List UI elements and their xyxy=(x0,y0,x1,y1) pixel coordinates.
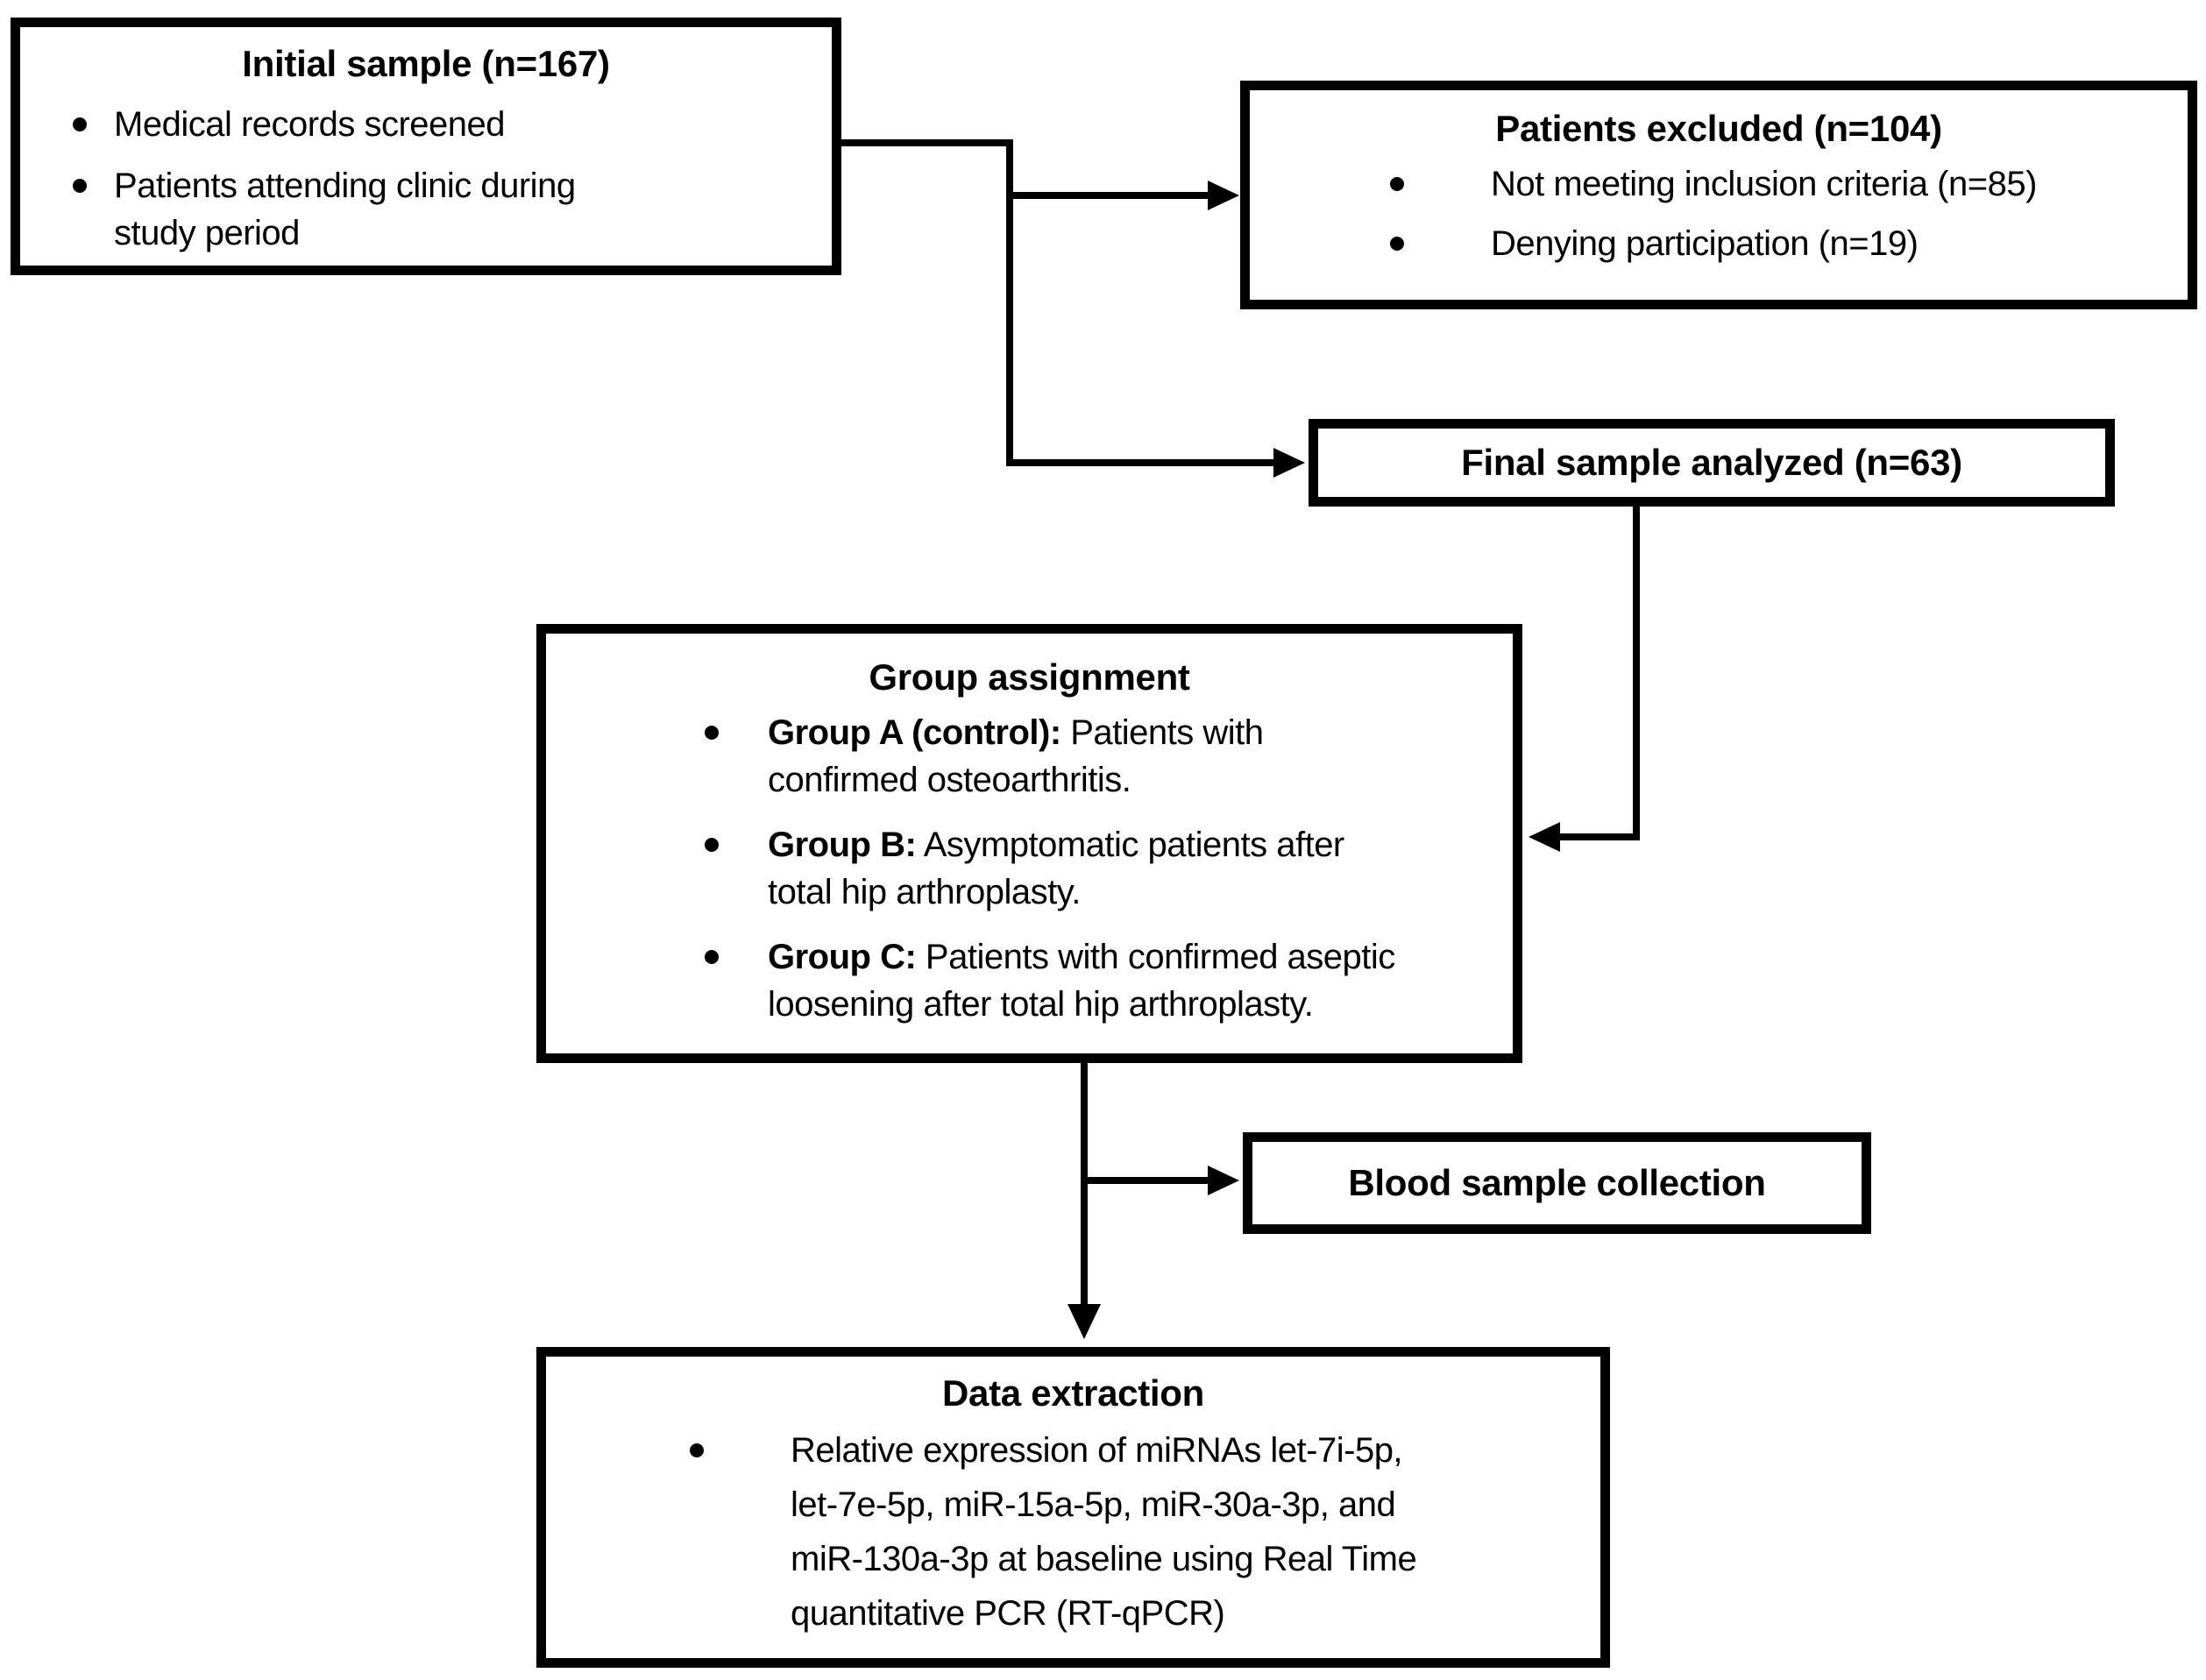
arrowhead-right-icon xyxy=(1208,181,1239,210)
bullet-list: Relative expression of miRNAs let-7i-5p,… xyxy=(546,1423,1600,1641)
box-title: Group assignment xyxy=(869,656,1190,698)
list-item-text: Group B: Asymptomatic patients after tot… xyxy=(768,826,1344,911)
connector-branch-to-excluded xyxy=(1010,181,1239,210)
list-item: Patients attending clinic during study p… xyxy=(20,162,832,257)
connector-final-to-group xyxy=(1529,501,1640,852)
list-item-text: Relative expression of miRNAs let-7i-5p,… xyxy=(791,1431,1417,1633)
box-group-assignment: Group assignment Group A (control): Pati… xyxy=(536,624,1522,1063)
arrowhead-right-icon xyxy=(1208,1166,1239,1195)
bullet-icon xyxy=(705,821,768,852)
list-item-text: Denying participation (n=19) xyxy=(1491,224,1919,263)
list-item-text: Patients attending clinic during study p… xyxy=(114,167,576,252)
bullet-list: Group A (control): Patients with confirm… xyxy=(546,709,1513,1028)
list-item-text: Not meeting inclusion criteria (n=85) xyxy=(1491,165,2037,203)
list-item: Group C: Patients with confirmed aseptic… xyxy=(546,933,1513,1028)
box-title: Data extraction xyxy=(942,1372,1204,1414)
box-initial-sample: Initial sample (n=167) Medical records s… xyxy=(11,18,841,275)
connector-group-to-data xyxy=(1068,1060,1101,1339)
bullet-icon xyxy=(705,709,768,740)
bullet-list: Medical records screened Patients attend… xyxy=(20,101,832,257)
box-blood-sample-collection: Blood sample collection xyxy=(1243,1132,1871,1234)
arrowhead-right-icon xyxy=(1273,448,1305,478)
bullet-icon xyxy=(73,162,114,193)
bullet-list: Not meeting inclusion criteria (n=85) De… xyxy=(1250,160,2188,267)
list-item-text: Group C: Patients with confirmed aseptic… xyxy=(768,938,1395,1024)
list-item: Group A (control): Patients with confirm… xyxy=(546,709,1513,804)
arrowhead-left-icon xyxy=(1529,822,1560,852)
connector-branch-to-blood xyxy=(1084,1166,1239,1195)
box-final-sample: Final sample analyzed (n=63) xyxy=(1309,419,2115,507)
box-title: Blood sample collection xyxy=(1348,1162,1766,1203)
bullet-icon xyxy=(1390,220,1491,251)
box-patients-excluded: Patients excluded (n=104) Not meeting in… xyxy=(1240,81,2197,309)
bullet-icon xyxy=(705,933,768,964)
list-item: Denying participation (n=19) xyxy=(1250,220,2188,267)
bullet-icon xyxy=(1390,160,1491,191)
box-title: Initial sample (n=167) xyxy=(242,43,610,84)
list-item: Medical records screened xyxy=(20,101,832,148)
list-item-text: Medical records screened xyxy=(114,105,506,144)
list-item: Group B: Asymptomatic patients after tot… xyxy=(546,821,1513,916)
list-item: Not meeting inclusion criteria (n=85) xyxy=(1250,160,2188,208)
arrowhead-down-icon xyxy=(1068,1304,1101,1339)
box-title: Patients excluded (n=104) xyxy=(1495,108,1942,149)
box-data-extraction: Data extraction Relative expression of m… xyxy=(536,1347,1610,1668)
connector-initial-to-final-sample xyxy=(837,139,1305,478)
box-title: Final sample analyzed (n=63) xyxy=(1461,442,1962,483)
list-item-text: Group A (control): Patients with confirm… xyxy=(768,713,1264,799)
bullet-icon xyxy=(690,1423,791,1457)
list-item: Relative expression of miRNAs let-7i-5p,… xyxy=(546,1423,1600,1641)
bullet-icon xyxy=(73,101,114,131)
